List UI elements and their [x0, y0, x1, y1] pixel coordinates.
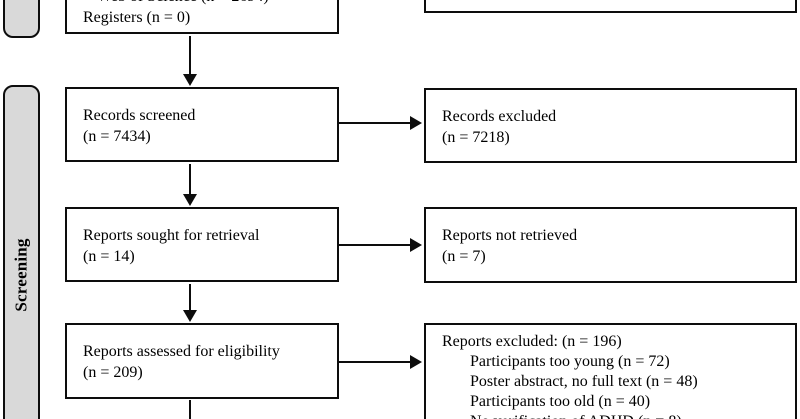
records-excluded-box: Records excluded (n = 7218) — [424, 88, 797, 163]
identification-sources-box: Web of Science (n = 2694) Registers (n =… — [65, 0, 339, 34]
reports-assessed-box: Reports assessed for eligibility (n = 20… — [65, 323, 339, 399]
reports-sought-count: (n = 14) — [83, 248, 135, 265]
arrow-line-screened-to-sought — [189, 164, 191, 194]
records-screened-label: Records screened — [83, 107, 196, 124]
screening-stage-label: Screening — [11, 238, 31, 312]
arrow-right-icon — [410, 116, 422, 130]
arrow-right-icon — [410, 238, 422, 252]
reports-not-retrieved-box: Reports not retrieved (n = 7) — [424, 207, 797, 283]
reports-sought-box: Reports sought for retrieval (n = 14) — [65, 207, 339, 282]
arrow-line-sought-to-not-retrieved — [339, 244, 410, 246]
arrow-line-assessed-to-excluded — [339, 361, 410, 363]
arrow-down-icon — [183, 194, 197, 206]
arrow-right-icon — [410, 355, 422, 369]
exclusion-reason-too-young: Participants too young (n = 72) — [470, 353, 670, 370]
reports-excluded-box: Reports excluded: (n = 196) Participants… — [424, 323, 797, 419]
identification-stage-bar — [3, 0, 40, 38]
screening-stage-bar: Screening — [3, 85, 40, 419]
source-line-registers: Registers (n = 0) — [83, 9, 191, 26]
reports-excluded-title: Reports excluded: (n = 196) — [442, 333, 622, 350]
reports-assessed-label: Reports assessed for eligibility — [83, 343, 280, 360]
arrow-line-sources-to-screened — [189, 36, 191, 74]
exclusion-reason-poster-abstract: Poster abstract, no full text (n = 48) — [470, 373, 698, 390]
records-removed-box — [424, 0, 797, 13]
arrow-down-icon — [183, 74, 197, 86]
records-screened-box: Records screened (n = 7434) — [65, 87, 339, 162]
records-excluded-count: (n = 7218) — [442, 129, 510, 146]
arrow-line-screened-to-excluded — [339, 122, 410, 124]
exclusion-reason-no-adhd-verification: No verification of ADHD (n = 8) — [470, 412, 787, 419]
records-screened-count: (n = 7434) — [83, 128, 151, 145]
reports-not-retrieved-label: Reports not retrieved — [442, 227, 578, 244]
exclusion-reason-too-old: Participants too old (n = 40) — [470, 393, 651, 410]
arrow-down-icon — [183, 310, 197, 322]
arrow-line-sought-to-assessed — [189, 284, 191, 310]
reports-assessed-count: (n = 209) — [83, 364, 143, 381]
source-line-web-of-science: Web of Science (n = 2694) — [97, 0, 331, 7]
reports-not-retrieved-count: (n = 7) — [442, 248, 486, 265]
arrow-line-assessed-to-included — [189, 400, 191, 419]
records-excluded-label: Records excluded — [442, 108, 557, 125]
reports-sought-label: Reports sought for retrieval — [83, 227, 260, 244]
